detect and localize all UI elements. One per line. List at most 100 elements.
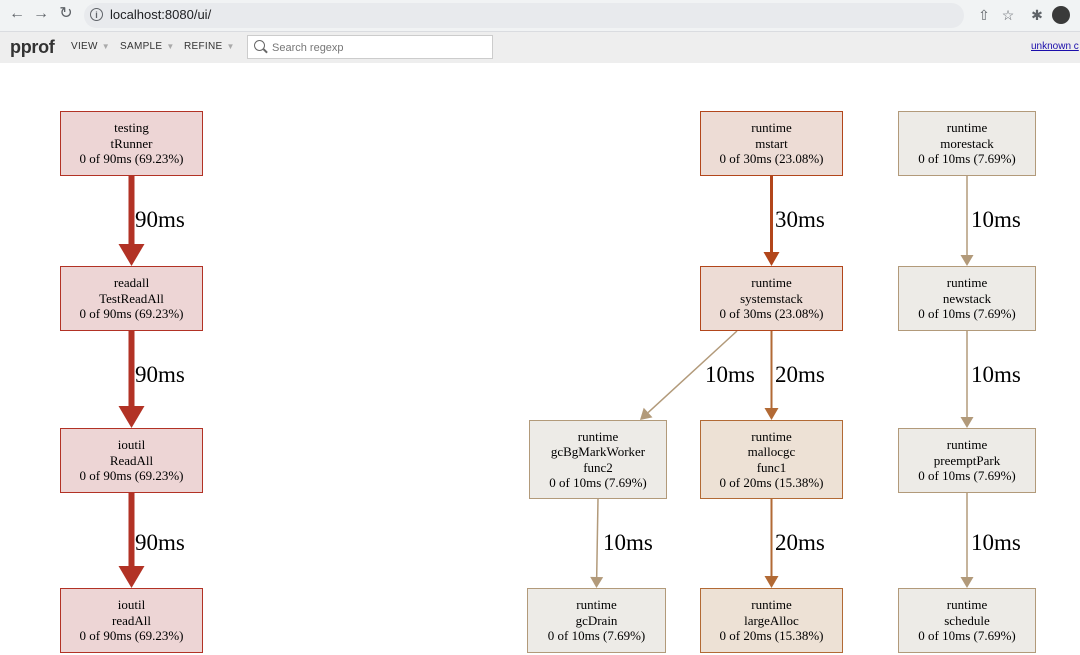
node-fn-label: morestack	[940, 135, 994, 151]
node-pkg-label: ioutil	[117, 597, 146, 613]
forward-icon[interactable]: →	[33, 5, 49, 22]
node-cost-label: 0 of 90ms (69.23%)	[79, 628, 184, 644]
node-cost-label: 0 of 10ms (7.69%)	[918, 468, 1016, 484]
node-pkg-label: ioutil	[117, 437, 146, 453]
edge-arrowhead	[640, 407, 653, 420]
node-fn-label: mallocgc	[747, 444, 796, 459]
share-icon[interactable]: ⇧	[978, 7, 990, 23]
node-fn-label: ReadAll	[109, 452, 154, 468]
node-pkg-label: runtime	[576, 597, 617, 613]
node-extra-label: func2	[583, 459, 613, 475]
edge-arrowhead	[764, 576, 779, 588]
search-box[interactable]	[247, 35, 493, 59]
node-pkg-label: runtime	[751, 275, 792, 291]
edge-weight-label: 10ms	[603, 530, 653, 555]
node-fn-label: gcDrain	[575, 612, 618, 628]
edge-arrowhead	[118, 566, 145, 588]
node-cost-label: 0 of 90ms (69.23%)	[79, 151, 184, 167]
edge-arrowhead	[960, 577, 974, 588]
pprof-header: pprof VIEW▼ SAMPLE▼ REFINE▼ unknown c	[0, 32, 1080, 63]
node-fn-label: readAll	[112, 612, 151, 628]
address-url[interactable]: localhost:8080/ui/	[110, 7, 212, 22]
sample-menu-label: SAMPLE	[120, 41, 163, 52]
edge-arrowhead	[960, 417, 974, 428]
node-cost-label: 0 of 90ms (69.23%)	[79, 468, 184, 484]
node-pkg-label: runtime	[577, 428, 619, 444]
node-pkg-label: runtime	[751, 597, 792, 613]
search-icon	[254, 40, 265, 51]
node-pkg-label: runtime	[751, 428, 792, 444]
edge-arrowhead	[118, 406, 145, 428]
node-cost-label: 0 of 20ms (15.38%)	[719, 628, 824, 644]
edge-weight-label: 90ms	[135, 362, 185, 387]
extensions-icon[interactable]: ✱	[1031, 7, 1043, 23]
node-fn-label: preemptPark	[933, 452, 1001, 468]
node-extra-label: func1	[756, 459, 787, 475]
refine-menu-label: REFINE	[184, 41, 223, 52]
bookmark-star-icon[interactable]: ☆	[1001, 7, 1015, 23]
edge-weight-label: 10ms	[971, 207, 1021, 232]
reload-icon[interactable]: ↻	[59, 5, 73, 22]
node-fn-label: systemstack	[740, 290, 803, 306]
node-fn-label: TestReadAll	[99, 290, 164, 306]
node-cost-label: 0 of 10ms (7.69%)	[547, 628, 646, 644]
node-fn-label: gcBgMarkWorker	[550, 444, 646, 459]
edge-arrowhead	[764, 408, 779, 420]
node-pkg-label: readall	[113, 275, 150, 291]
edge-arrowhead	[118, 244, 145, 266]
node-fn-label: newstack	[942, 290, 992, 306]
node-fn-label: tRunner	[110, 135, 153, 151]
node-pkg-label: runtime	[946, 437, 988, 453]
node-pkg-label: runtime	[946, 597, 988, 613]
node-cost-label: 0 of 10ms (7.69%)	[918, 151, 1016, 167]
address-bar[interactable]: i localhost:8080/ui/	[84, 3, 964, 28]
caret-down-icon: ▼	[166, 42, 175, 51]
edge-weight-label: 30ms	[775, 207, 825, 232]
node-pkg-label: testing	[114, 120, 149, 136]
edge-weight-label: 10ms	[971, 362, 1021, 387]
edge-weight-label: 10ms	[971, 530, 1021, 555]
edge-arrowhead	[960, 255, 974, 266]
search-input[interactable]	[270, 39, 489, 57]
edge-line[interactable]	[647, 330, 738, 414]
profile-avatar[interactable]	[1052, 6, 1070, 24]
caret-down-icon: ▼	[101, 42, 110, 51]
browser-toolbar: ← → ↻ i localhost:8080/ui/ ⇧ ☆ ✱	[0, 0, 1080, 32]
back-icon[interactable]: ←	[9, 5, 25, 22]
edge-weight-label: 90ms	[135, 530, 185, 555]
site-info-icon[interactable]: i	[90, 8, 103, 21]
pprof-logo[interactable]: pprof	[10, 37, 55, 57]
edge-weight-label: 20ms	[775, 530, 825, 555]
sample-menu[interactable]: SAMPLE▼	[120, 41, 175, 52]
edge-line[interactable]	[595, 498, 599, 578]
node-cost-label: 0 of 10ms (7.69%)	[918, 306, 1016, 322]
node-cost-label: 0 of 10ms (7.69%)	[918, 628, 1016, 644]
node-fn-label: mstart	[755, 135, 788, 151]
edge-arrowhead	[590, 576, 604, 588]
node-cost-label: 0 of 20ms (15.38%)	[719, 475, 824, 490]
node-fn-label: largeAlloc	[744, 612, 799, 628]
unknown-link[interactable]: unknown c	[1031, 41, 1079, 52]
refine-menu[interactable]: REFINE▼	[184, 41, 235, 52]
node-pkg-label: runtime	[946, 120, 988, 136]
node-cost-label: 0 of 90ms (69.23%)	[79, 306, 184, 322]
view-menu[interactable]: VIEW▼	[71, 41, 110, 52]
node-cost-label: 0 of 30ms (23.08%)	[719, 151, 824, 167]
edge-weight-label: 90ms	[135, 207, 185, 232]
edge-arrowhead	[763, 252, 780, 266]
view-menu-label: VIEW	[71, 41, 98, 52]
